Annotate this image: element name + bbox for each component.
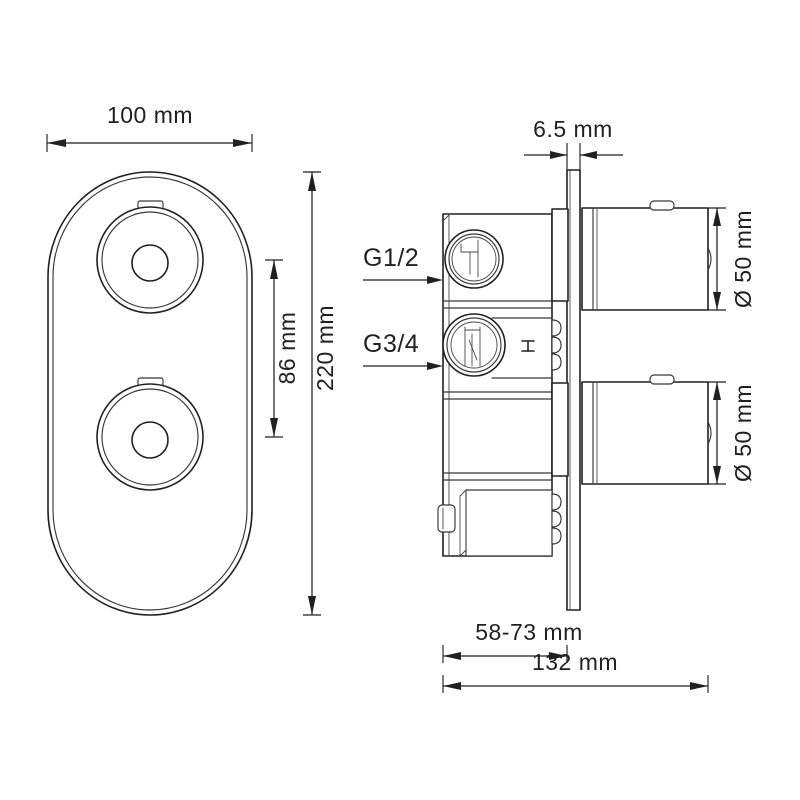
label-g12: G1/2 xyxy=(363,244,443,284)
port-g12-thread-detail-1 xyxy=(460,243,471,275)
dimension-label-flange-thickness: 6.5 mm xyxy=(533,116,613,142)
bottom-ridge-3 xyxy=(551,527,562,545)
label-g12-arrowhead xyxy=(427,276,443,284)
arrowhead-bottom xyxy=(308,596,316,615)
dimension-label-plate-height: 220 mm xyxy=(312,305,338,391)
escutcheon-plate xyxy=(47,171,253,616)
dimension-label-knob-diameter-top: Ø 50 mm xyxy=(730,210,756,308)
port-g12-outer xyxy=(444,229,504,289)
knob-top-cylinder-outline xyxy=(581,207,709,311)
arrowhead-right xyxy=(549,652,567,660)
neck-upper-outline xyxy=(551,208,569,302)
knob-top-edge-highlight xyxy=(707,247,712,271)
knob-top-inner-ring xyxy=(101,211,199,309)
dimension-plate-width: 100 mm xyxy=(46,102,253,152)
valve-neck-upper xyxy=(551,208,569,302)
knob-bottom-outer-ring xyxy=(96,383,204,491)
dimension-plate-height: 220 mm xyxy=(303,171,338,616)
dimension-label-knob-diameter-bottom: Ø 50 mm xyxy=(730,384,756,482)
arrowhead-right xyxy=(580,151,597,159)
arrowhead-bottom xyxy=(713,292,721,310)
port-g12-inner xyxy=(451,236,497,282)
wall-flange-plate xyxy=(566,169,581,611)
front-knob-top[interactable] xyxy=(96,200,204,314)
port-g12 xyxy=(444,229,504,289)
plate-inner-outline xyxy=(52,176,248,611)
arrowhead-bottom xyxy=(713,466,721,484)
dimension-recess-depth: 58-73 mm xyxy=(442,619,583,663)
side-knob-top[interactable] xyxy=(581,200,712,311)
valve-neck-lower xyxy=(551,382,569,477)
valve-shoulder-mid xyxy=(491,317,562,379)
side-knob-bottom[interactable] xyxy=(581,374,712,485)
knob-top-indicator-tab xyxy=(649,200,675,211)
port-g12-mid xyxy=(448,233,500,285)
dimension-total-depth: 132 mm xyxy=(442,649,709,693)
flange-plate-body xyxy=(566,169,581,611)
label-g34: G3/4 xyxy=(363,330,443,370)
shoulder-ridge-1 xyxy=(551,319,562,337)
knob-bottom-inner-ring xyxy=(101,388,199,486)
arrowhead-top xyxy=(308,172,316,191)
port-g34 xyxy=(442,313,506,377)
arrowhead-left xyxy=(47,139,66,147)
arrowhead-left xyxy=(443,682,461,690)
port-g34-thread-detail-5 xyxy=(468,339,478,361)
dimension-label-recess-depth: 58-73 mm xyxy=(475,619,583,645)
body-corner-bevel-top xyxy=(442,213,451,222)
knob-bottom-edge-highlight xyxy=(707,421,712,445)
port-g34-outer xyxy=(442,313,506,377)
arrowhead-right xyxy=(690,682,708,690)
bottom-outlet-outline xyxy=(465,489,553,557)
arrowhead-left xyxy=(550,151,567,159)
label-g34-arrowhead xyxy=(427,362,443,370)
port-g34-inner xyxy=(450,321,498,369)
shoulder-ridge-2 xyxy=(551,336,562,354)
dimension-label-total-depth: 132 mm xyxy=(532,649,618,675)
dimension-flange-thickness: 6.5 mm xyxy=(524,116,623,172)
bottom-ridge-1 xyxy=(551,493,562,511)
knob-top-center-hub xyxy=(131,244,169,282)
knob-bottom-indicator-tab xyxy=(649,374,675,385)
bottom-outlet-bevel xyxy=(459,489,467,557)
side-section-view-group: 6.5 mm xyxy=(363,116,756,693)
arrowhead-bottom xyxy=(270,418,278,437)
shoulder-ridge-3 xyxy=(551,353,562,371)
label-g34-text: G3/4 xyxy=(363,330,419,358)
bottom-outlet-block xyxy=(437,489,562,557)
hot-marker-icon xyxy=(521,340,535,352)
arrowhead-top xyxy=(270,260,278,279)
port-g34-mid xyxy=(446,317,502,373)
bottom-ridge-2 xyxy=(551,510,562,528)
neck-lower-outline xyxy=(551,382,569,477)
arrowhead-right xyxy=(233,139,252,147)
bottom-outlet-lug xyxy=(437,504,456,533)
knob-bottom-cylinder-outline xyxy=(581,381,709,485)
knob-top-outer-ring xyxy=(96,206,204,314)
plate-outer-outline xyxy=(47,171,253,616)
dimension-knob-diameter-bottom: Ø 50 mm xyxy=(708,381,756,485)
dimension-label-knob-spacing: 86 mm xyxy=(274,312,300,385)
arrowhead-top xyxy=(713,208,721,226)
knob-bottom-center-hub xyxy=(131,421,169,459)
dimension-label-plate-width: 100 mm xyxy=(107,102,193,128)
arrowhead-left xyxy=(443,652,461,660)
front-knob-bottom[interactable] xyxy=(96,377,204,491)
arrowhead-top xyxy=(713,382,721,400)
front-view-group: 100 mm xyxy=(46,102,338,616)
dimension-knob-diameter-top: Ø 50 mm xyxy=(708,207,756,311)
dimension-knob-spacing: 86 mm xyxy=(265,259,300,438)
label-g12-text: G1/2 xyxy=(363,244,419,272)
